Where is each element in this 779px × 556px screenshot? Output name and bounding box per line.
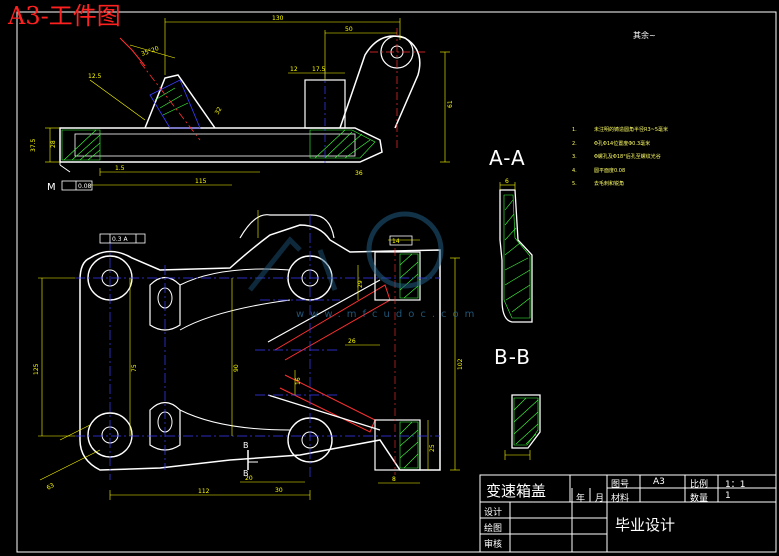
- title-block: [479, 474, 777, 553]
- dim-36: 36: [355, 170, 363, 177]
- draw-label: 绘图: [484, 524, 503, 534]
- dim-75: 75: [131, 364, 138, 372]
- dim-125: 125: [33, 363, 40, 375]
- watermark-url: www.mfcudoc.com: [296, 309, 481, 320]
- dim-112: 112: [198, 488, 210, 495]
- technical-notes: 1.未注明的铸造圆角半径R3~5毫米 2.Φ孔Φ14位置度Φ0.3毫米 3.Φ螺…: [572, 124, 668, 192]
- tol-flatness: 0.08: [78, 183, 92, 190]
- dim-102: 102: [457, 358, 464, 370]
- dim-14: 14: [392, 238, 400, 245]
- section-bb-view: [504, 394, 541, 460]
- dim-26: 26: [348, 338, 356, 345]
- dim-20: 20: [245, 475, 253, 482]
- qty-value: 1: [725, 491, 731, 501]
- dim-90: 90: [233, 364, 240, 372]
- section-mark-b2: B: [243, 469, 249, 478]
- dim-17-5: 17.5: [312, 66, 326, 73]
- drawing-no: A3: [653, 477, 665, 487]
- dim-12-5: 12.5: [88, 73, 102, 80]
- front-view: [45, 18, 450, 191]
- plan-view: [38, 210, 460, 500]
- year-label: 年: [576, 494, 586, 504]
- dim-37-5: 37.5: [30, 138, 37, 152]
- scale-label: 比例: [690, 480, 709, 490]
- drawing-no-label: 图号: [611, 480, 630, 490]
- dim-12: 12: [290, 66, 298, 73]
- dim-6: 6: [505, 178, 509, 185]
- dim-115: 115: [195, 178, 207, 185]
- watermark-logo: [366, 211, 444, 289]
- dim-63: 63: [46, 482, 56, 492]
- datum-m: M: [47, 182, 56, 193]
- note-item: 2.Φ孔Φ14位置度Φ0.3毫米: [572, 140, 651, 147]
- month-label: 月: [595, 494, 605, 504]
- scale-value: 1：1: [725, 480, 746, 490]
- qty-label: 数量: [690, 494, 709, 504]
- dim-35: 35°20: [140, 45, 160, 58]
- dim-25: 25: [429, 444, 436, 452]
- dim-130: 130: [272, 15, 284, 22]
- project-name: 毕业设计: [615, 516, 676, 534]
- dim-29: 29: [357, 280, 364, 288]
- drawing-header-title: A3-工件图: [8, 2, 121, 30]
- section-mark-b1: B: [243, 441, 249, 450]
- dim-28: 28: [50, 140, 57, 148]
- note-item: 4.圆平面度0.08: [572, 167, 626, 174]
- dim-8: 8: [392, 476, 396, 483]
- dim-61: 61: [447, 100, 454, 108]
- dim-30: 30: [275, 487, 283, 494]
- material-label: 材料: [611, 494, 630, 504]
- dim-32: 32: [214, 106, 224, 116]
- notes-title: 其余~: [633, 31, 656, 40]
- section-aa-view: [499, 182, 533, 323]
- note-item: 1.未注明的铸造圆角半径R3~5毫米: [572, 127, 669, 133]
- dim-50: 50: [345, 26, 353, 33]
- section-label-bb: B-B: [494, 345, 531, 369]
- note-item: 3.Φ螺孔及Φ18°后孔至螺纹光谷: [572, 154, 661, 160]
- drawing-frame: [16, 11, 777, 553]
- review-label: 审核: [484, 540, 503, 550]
- design-label: 设计: [484, 508, 503, 518]
- dim-1-5: 1.5: [115, 165, 125, 172]
- section-label-aa: A-A: [489, 146, 526, 170]
- dim-16: 16: [295, 377, 302, 385]
- tol-position: 0.3 A: [112, 236, 128, 243]
- note-item: 5.去毛刺和锐角: [572, 181, 625, 187]
- part-name: 变速箱盖: [486, 482, 547, 500]
